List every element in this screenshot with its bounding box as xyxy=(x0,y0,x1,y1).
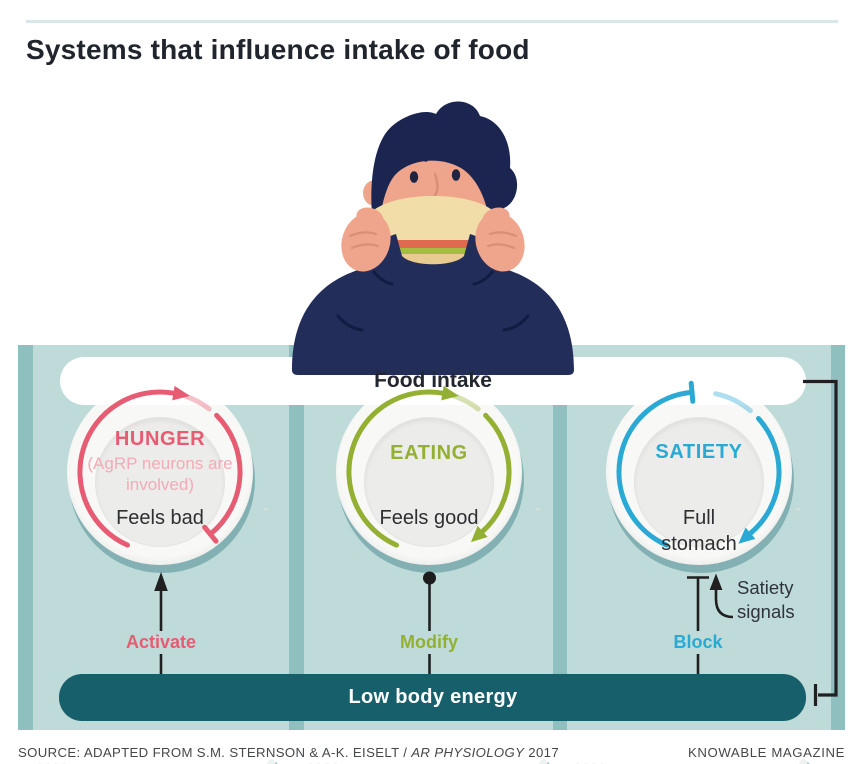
arrowhead xyxy=(738,527,756,544)
hunger-title: HUNGER xyxy=(114,428,206,450)
hair xyxy=(371,101,518,250)
page-title: Systems that influence intake of food xyxy=(26,34,530,65)
up-arrowhead xyxy=(709,573,723,590)
person-eating-burger-illustration xyxy=(292,101,574,375)
bun-top xyxy=(358,196,508,242)
feedback-bracket xyxy=(803,379,838,706)
eye xyxy=(409,171,419,183)
food-intake-label: Food intake xyxy=(374,369,492,392)
connector-lines xyxy=(154,571,709,674)
t-bar-terminal xyxy=(202,524,219,544)
sleeve-lines xyxy=(336,270,530,332)
eating-feeling: Feels good xyxy=(379,507,479,529)
source-label: SOURCE: ADAPTED FROM S.M. STERNSON & A-K… xyxy=(18,745,560,760)
hunger-feeling: Feels bad xyxy=(116,507,204,529)
plate-satiety xyxy=(606,379,792,565)
arrowhead xyxy=(441,385,459,401)
hands xyxy=(341,207,525,272)
satiety-signals-arrow xyxy=(709,573,734,619)
low-body-energy-label: Low body energy xyxy=(348,686,518,708)
modify-label: Modify xyxy=(393,631,465,654)
block-label: Block xyxy=(666,631,730,654)
top-rule xyxy=(26,20,838,23)
satiety-feeling: Full stomach xyxy=(661,507,737,555)
low-body-energy-bar xyxy=(59,674,806,721)
plate-well xyxy=(634,417,764,547)
credit-label: KNOWABLE MAGAZINE xyxy=(688,745,845,760)
satiety-cycle-arrow xyxy=(616,380,782,548)
satiety-title: SATIETY xyxy=(655,441,743,463)
activate-label: Activate xyxy=(118,631,204,654)
arrowhead xyxy=(172,385,190,401)
hunger-subtitle: (AgRP neurons are involved) xyxy=(87,454,233,494)
dot-terminal xyxy=(423,571,436,585)
eating-title: EATING xyxy=(390,442,468,464)
eye xyxy=(451,169,461,181)
plate-eating xyxy=(336,379,522,565)
up-arrowhead xyxy=(154,572,168,591)
hunger-cycle-arrow xyxy=(77,385,243,548)
plate-well xyxy=(364,417,494,547)
footer: KNOWABLE MAGAZINE SOURCE: ADAPTED FROM S… xyxy=(18,745,845,760)
satiety-signals-label: Satiety signals xyxy=(737,577,795,622)
finger-lines xyxy=(348,231,518,250)
eating-cycle-arrow xyxy=(346,385,512,548)
t-bar-terminal xyxy=(688,380,696,404)
arrowhead xyxy=(470,525,488,543)
